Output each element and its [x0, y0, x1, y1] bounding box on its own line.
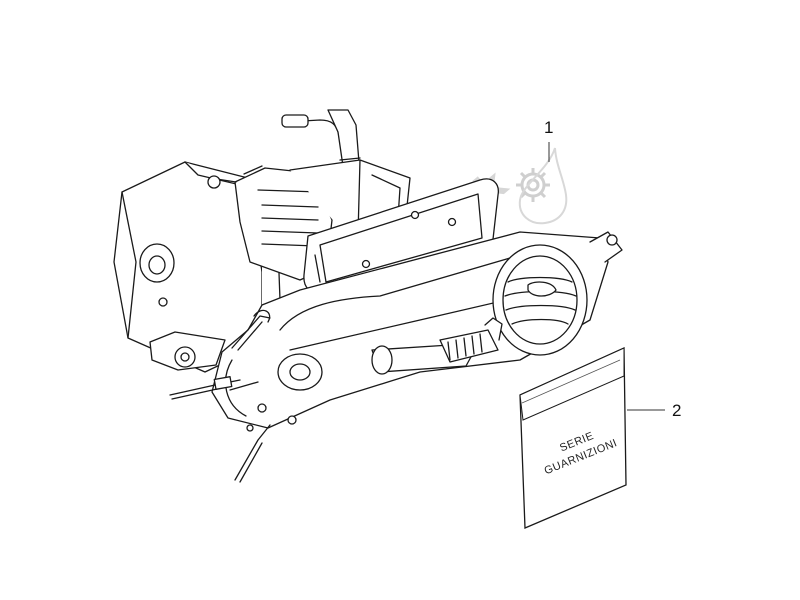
watermark-drop-icon [518, 147, 568, 225]
cables [169, 309, 271, 483]
kickstart-lever [371, 317, 503, 375]
gasket-kit-envelope: SERIE GUARNIZIONI [519, 346, 627, 529]
callout-number-2: 2 [672, 401, 681, 420]
engine-assembly [113, 109, 623, 483]
callout-number-1: 1 [544, 118, 553, 137]
callout-2: 2 [627, 401, 681, 420]
callout-1: 1 [544, 118, 553, 162]
clutch-cover [492, 231, 623, 356]
